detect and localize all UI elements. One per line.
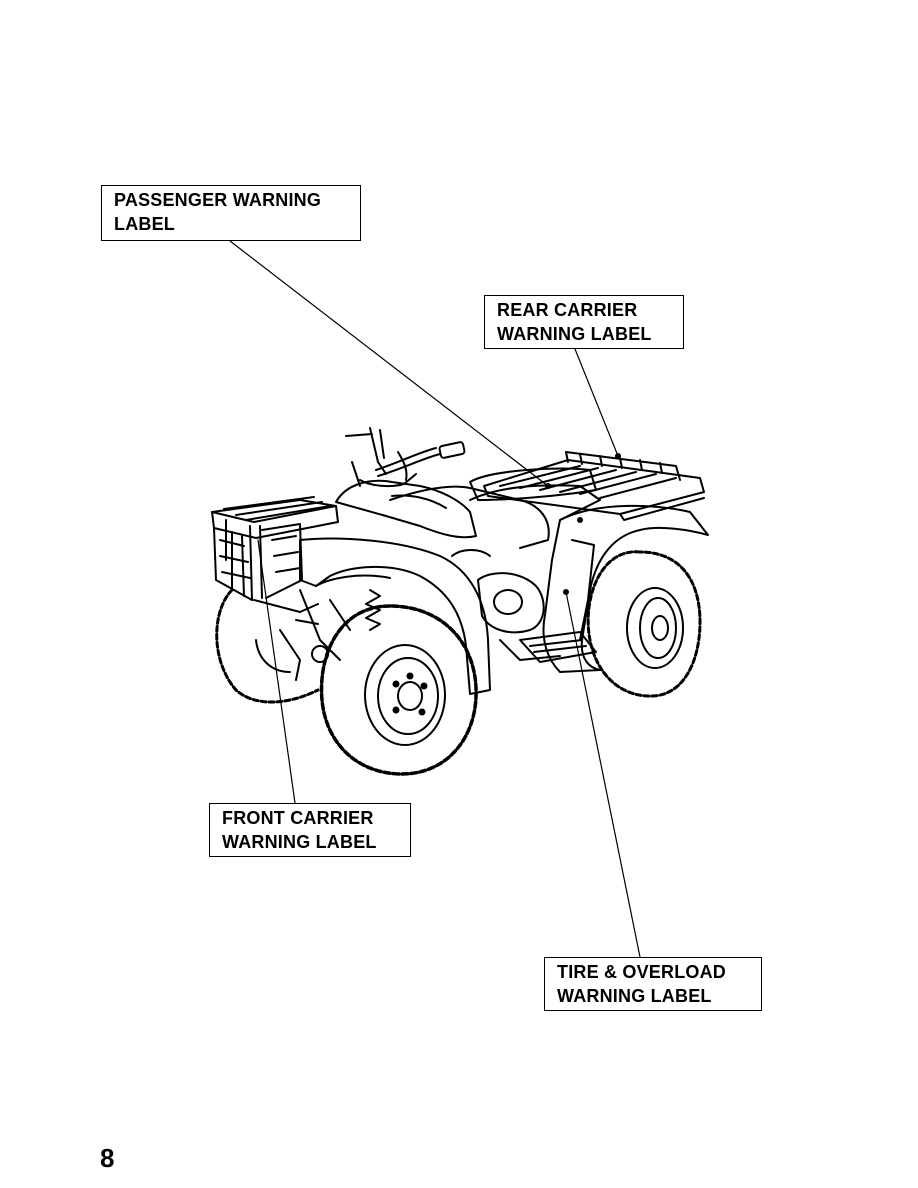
leader-line-passenger — [229, 240, 549, 487]
front-carrier-warning-label-callout: FRONT CARRIER WARNING LABEL — [209, 803, 411, 857]
passenger-warning-label-callout: PASSENGER WARNING LABEL — [101, 185, 361, 241]
handlebars — [345, 427, 466, 488]
callout-line-2: LABEL — [114, 214, 175, 234]
callout-line-2: WARNING LABEL — [222, 832, 377, 852]
leader-line-rear-carrier — [574, 348, 619, 457]
front-wheel — [319, 604, 478, 776]
callout-line-1: FRONT CARRIER — [222, 808, 374, 828]
tire-overload-warning-label-callout: TIRE & OVERLOAD WARNING LABEL — [544, 957, 762, 1011]
atv-body — [279, 467, 709, 695]
page-number: 8 — [100, 1143, 115, 1173]
rear-left-wheel — [215, 588, 320, 704]
leader-line-tire — [565, 591, 641, 958]
front-carrier — [211, 496, 339, 613]
rear-carrier-warning-label-callout: REAR CARRIER WARNING LABEL — [484, 295, 684, 349]
rear-carrier — [483, 451, 705, 521]
callout-line-2: WARNING LABEL — [497, 324, 652, 344]
leader-line-front-carrier — [257, 539, 296, 804]
callout-line-1: PASSENGER WARNING — [114, 190, 322, 210]
label-location-dots — [545, 453, 621, 595]
callout-line-1: TIRE & OVERLOAD — [557, 962, 727, 982]
callout-line-1: REAR CARRIER — [497, 300, 638, 320]
callout-line-2: WARNING LABEL — [557, 986, 712, 1006]
leader-lines — [229, 240, 641, 958]
rear-wheel — [586, 550, 702, 698]
